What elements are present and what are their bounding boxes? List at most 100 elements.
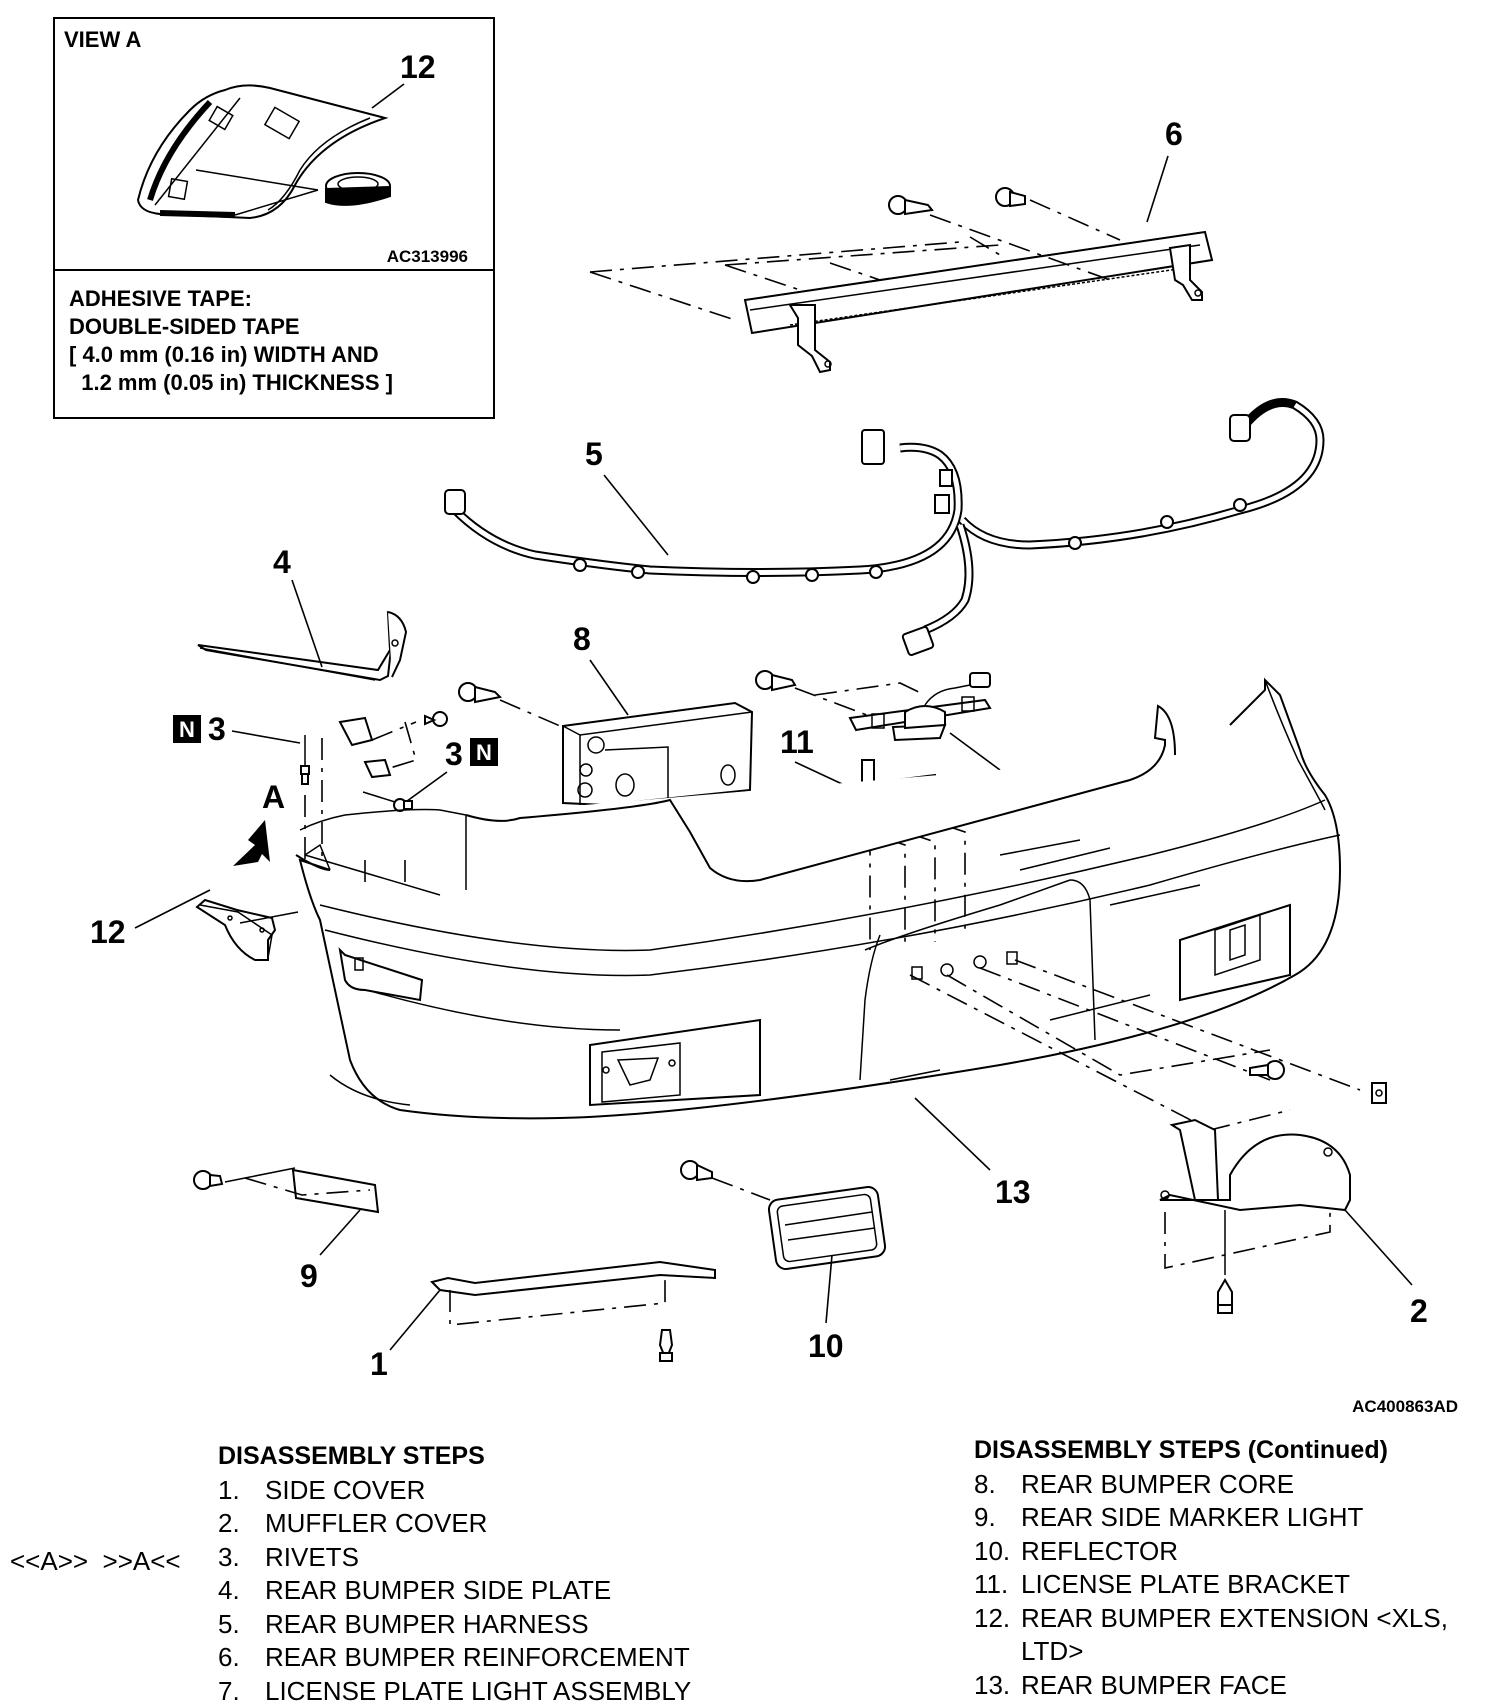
step-number: 9.	[974, 1501, 1021, 1535]
steps-continued-heading: DISASSEMBLY STEPS (Continued)	[974, 1434, 1448, 1468]
connector-icon	[862, 430, 884, 464]
disassembly-steps-continued-list: DISASSEMBLY STEPS (Continued) 8.REAR BUM…	[974, 1434, 1448, 1702]
step-number: 8.	[974, 1468, 1021, 1502]
step-label: REAR BUMPER EXTENSION <XLS,	[1021, 1602, 1448, 1636]
step-number: 7.	[218, 1675, 265, 1708]
leader-1	[390, 1290, 440, 1350]
step-label: REAR BUMPER SIDE PLATE	[265, 1574, 611, 1608]
part-4-rear-bumper-side-plate	[198, 612, 406, 680]
step-item: 12.REAR BUMPER EXTENSION <XLS,	[974, 1602, 1448, 1636]
leader-6	[1147, 156, 1168, 222]
leader-4	[292, 580, 322, 667]
step-number: 13.	[974, 1669, 1021, 1703]
step-label: REFLECTOR	[1021, 1535, 1178, 1569]
step-label: RIVETS	[265, 1541, 359, 1575]
leader-10	[826, 1255, 832, 1323]
nut-icon	[996, 188, 1025, 206]
callout-6: 6	[1165, 116, 1183, 152]
part-1-side-cover	[432, 1262, 715, 1361]
part-6-rear-bumper-reinforcement	[590, 188, 1212, 372]
leader-3-left	[232, 731, 300, 743]
non-reusable-mark-left: N	[173, 715, 201, 743]
step-label: LTD>	[1021, 1635, 1083, 1669]
connector-icon	[1230, 415, 1250, 441]
step-item-continuation: LTD>	[974, 1635, 1448, 1669]
view-a-inset: VIEW A 12 AC313996 ADHESIVE TAPE: DOUBLE…	[54, 18, 494, 418]
step-number: 5.	[218, 1608, 265, 1642]
leader-5	[604, 475, 668, 555]
tape-note-line-2: DOUBLE-SIDED TAPE	[69, 314, 300, 339]
clip-icon	[660, 1330, 672, 1361]
callout-13: 13	[995, 1174, 1031, 1210]
callout-4: 4	[273, 544, 291, 580]
step-item: 1.SIDE COVER	[218, 1474, 691, 1508]
connector-icon	[445, 490, 465, 514]
screw-icon	[1218, 1280, 1232, 1313]
steps-heading: DISASSEMBLY STEPS	[218, 1440, 691, 1474]
bolt-icon	[459, 683, 500, 702]
callout-11: 11	[780, 724, 814, 760]
bolt-icon	[1250, 1061, 1284, 1079]
step-item: 4.REAR BUMPER SIDE PLATE	[218, 1574, 691, 1608]
step-number	[974, 1635, 1021, 1669]
rivet-icon	[363, 792, 412, 811]
callout-10: 10	[808, 1328, 844, 1364]
leader-7	[950, 733, 1000, 770]
bolt-icon	[889, 196, 932, 214]
part-8-rear-bumper-core	[459, 683, 752, 805]
callout-3-right: 3	[445, 736, 463, 772]
bolt-icon	[681, 1161, 712, 1180]
view-a-callout-12: 12	[400, 49, 436, 85]
part-12-rear-bumper-extension	[197, 900, 298, 960]
figure-id: AC400863AD	[1352, 1397, 1458, 1416]
step-number: 12.	[974, 1602, 1021, 1636]
bolt-icon	[194, 1171, 222, 1189]
double-sided-tape-roll-icon	[326, 173, 390, 205]
disassembly-steps-list: DISASSEMBLY STEPS 1.SIDE COVER 2.MUFFLER…	[218, 1440, 691, 1708]
step-number: 2.	[218, 1507, 265, 1541]
part-9-rear-side-marker-light	[194, 1168, 378, 1212]
step-item: 2.MUFFLER COVER	[218, 1507, 691, 1541]
leader-9	[320, 1210, 360, 1255]
step-label: MUFFLER COVER	[265, 1507, 487, 1541]
step-item: 10.REFLECTOR	[974, 1535, 1448, 1569]
view-a-arrow-icon	[233, 820, 270, 866]
step-item: 13.REAR BUMPER FACE	[974, 1669, 1448, 1703]
step-label: REAR SIDE MARKER LIGHT	[1021, 1501, 1363, 1535]
clip-parts	[305, 712, 447, 860]
step-label: REAR BUMPER HARNESS	[265, 1608, 589, 1642]
tape-note-line-1: ADHESIVE TAPE:	[69, 286, 252, 311]
step-label: LICENSE PLATE BRACKET	[1021, 1568, 1350, 1602]
step-item: 3.RIVETS	[218, 1541, 691, 1575]
step-label: REAR BUMPER FACE	[1021, 1669, 1287, 1703]
callout-2: 2	[1410, 1293, 1428, 1329]
tape-note-line-4: 1.2 mm (0.05 in) THICKNESS ]	[69, 370, 393, 395]
step-number: 11.	[974, 1568, 1021, 1602]
step-number: 3.	[218, 1541, 265, 1575]
callout-3-left: 3	[208, 711, 226, 747]
svg-text:N: N	[179, 717, 195, 742]
step-label: REAR BUMPER CORE	[1021, 1468, 1294, 1502]
tape-note-line-3: [ 4.0 mm (0.16 in) WIDTH AND	[69, 342, 379, 367]
leader-8	[590, 660, 628, 715]
step-number: 1.	[218, 1474, 265, 1508]
callout-8: 8	[573, 621, 591, 657]
leader-3-right	[403, 772, 447, 804]
step-number: 4.	[218, 1574, 265, 1608]
callout-1: 1	[370, 1346, 388, 1382]
view-a-figure-id: AC313996	[387, 247, 468, 266]
svg-text:N: N	[476, 740, 492, 765]
rivet-icon	[301, 735, 309, 784]
non-reusable-mark-right: N	[470, 738, 498, 766]
bolt-icon	[756, 671, 795, 690]
step-item: 5.REAR BUMPER HARNESS	[218, 1608, 691, 1642]
view-a-title: VIEW A	[64, 27, 142, 52]
callout-5: 5	[585, 436, 603, 472]
view-a-arrow-label: A	[262, 779, 285, 815]
step-item: 11.LICENSE PLATE BRACKET	[974, 1568, 1448, 1602]
step-label: REAR BUMPER REINFORCEMENT	[265, 1641, 690, 1675]
service-point-marks: <<A>> >>A<<	[10, 1546, 181, 1577]
leader-2	[1345, 1210, 1412, 1285]
part-10-reflector	[681, 1161, 886, 1270]
part-2-muffler-cover	[1160, 1120, 1350, 1313]
